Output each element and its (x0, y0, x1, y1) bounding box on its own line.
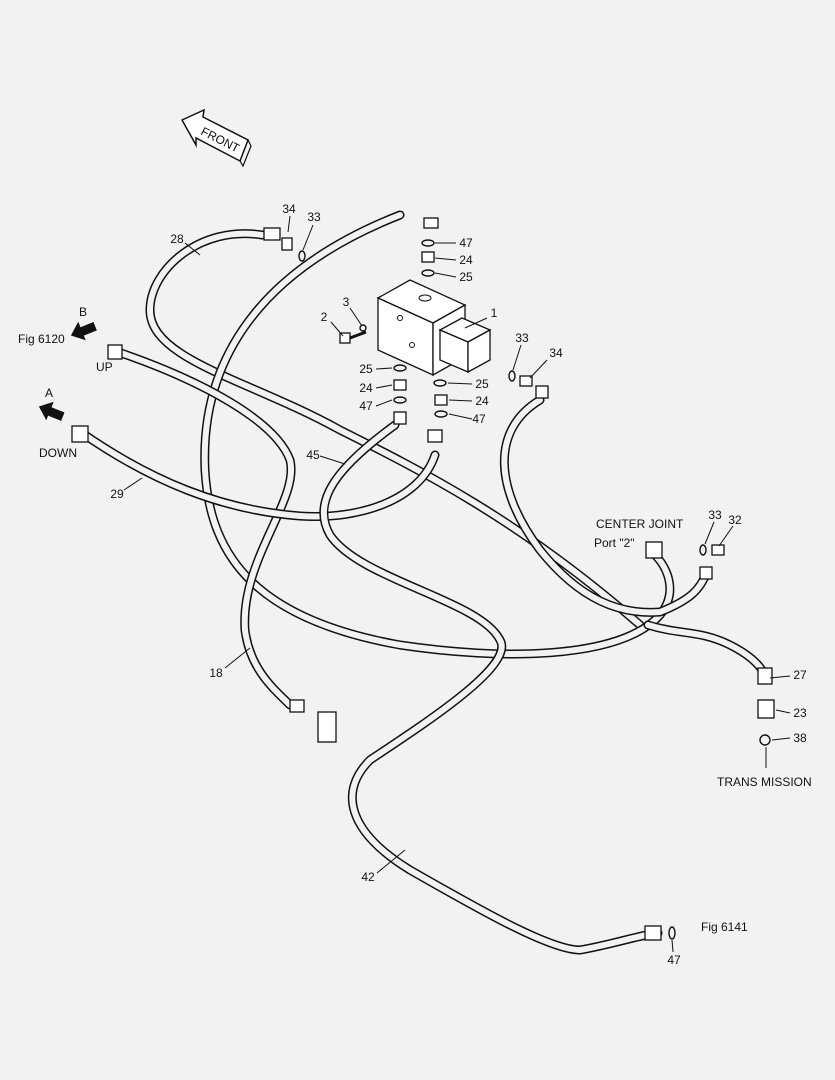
hose-29 (77, 428, 440, 521)
part-number-42: 42 (361, 870, 375, 884)
part-number-33-right: 33 (515, 331, 529, 345)
valve-block (376, 279, 492, 377)
fitting-center-joint (645, 541, 725, 580)
arrow-b-label: B (79, 305, 87, 319)
part-number-33-top: 33 (307, 210, 321, 224)
port-2-label: Port "2" (594, 536, 635, 550)
part-number-25-top: 25 (459, 270, 473, 284)
part-number-18: 18 (209, 666, 223, 680)
arrow-a-label: A (45, 386, 53, 400)
fitting-18-end (289, 699, 337, 743)
arrow-b-icon (70, 321, 97, 341)
arrow-a-icon (38, 401, 65, 421)
hose-45 (319, 420, 663, 955)
center-joint-label: CENTER JOINT (596, 517, 684, 531)
part-number-25-left: 25 (359, 362, 373, 376)
part-number-24-left: 24 (359, 381, 373, 395)
fitting-stack-top (421, 217, 439, 277)
fitting-trans-mission (757, 667, 775, 746)
part-number-45: 45 (306, 448, 320, 462)
down-label: DOWN (39, 446, 77, 460)
part-number-28: 28 (170, 232, 184, 246)
bolt-2 (339, 330, 367, 344)
trans-mission-label: TRANS MISSION (717, 775, 812, 789)
part-number-23: 23 (793, 706, 807, 720)
fitting-stack-right (427, 379, 448, 443)
part-number-47-left: 47 (359, 399, 373, 413)
fig-6141-label: Fig 6141 (701, 920, 748, 934)
fitting-stack-left (393, 364, 407, 425)
part-number-33-center: 33 (708, 508, 722, 522)
part-number-32: 32 (728, 513, 742, 527)
fitting-34-top (263, 227, 306, 262)
hose-up-line (113, 347, 296, 710)
fitting-down-end (71, 425, 89, 443)
part-number-25-right: 25 (475, 377, 489, 391)
part-number-2: 2 (321, 310, 328, 324)
part-number-29: 29 (110, 487, 124, 501)
up-label: UP (96, 360, 113, 374)
part-number-24-right: 24 (475, 394, 489, 408)
part-number-3: 3 (343, 295, 350, 309)
leader-lines (123, 215, 791, 953)
fig-6120-label: Fig 6120 (18, 332, 65, 346)
part-number-24-top: 24 (459, 253, 473, 267)
part-number-47-right: 47 (472, 412, 486, 426)
hose-27 (643, 620, 770, 680)
hose-center-joint (499, 395, 712, 617)
part-number-47-top: 47 (459, 236, 473, 250)
fitting-up-end (107, 344, 123, 360)
part-number-1: 1 (491, 306, 498, 320)
hose-28 (145, 229, 645, 630)
fitting-34-right (508, 370, 549, 399)
front-arrow: FRONT (180, 108, 252, 168)
part-number-34-top: 34 (282, 202, 296, 216)
part-number-27: 27 (793, 668, 807, 682)
oring-47-bottom (668, 926, 676, 940)
part-number-47-bottom: 47 (667, 953, 681, 967)
part-number-34-right: 34 (549, 346, 563, 360)
washer-3 (359, 324, 367, 332)
part-number-38: 38 (793, 731, 807, 745)
fitting-42-end (644, 925, 662, 941)
